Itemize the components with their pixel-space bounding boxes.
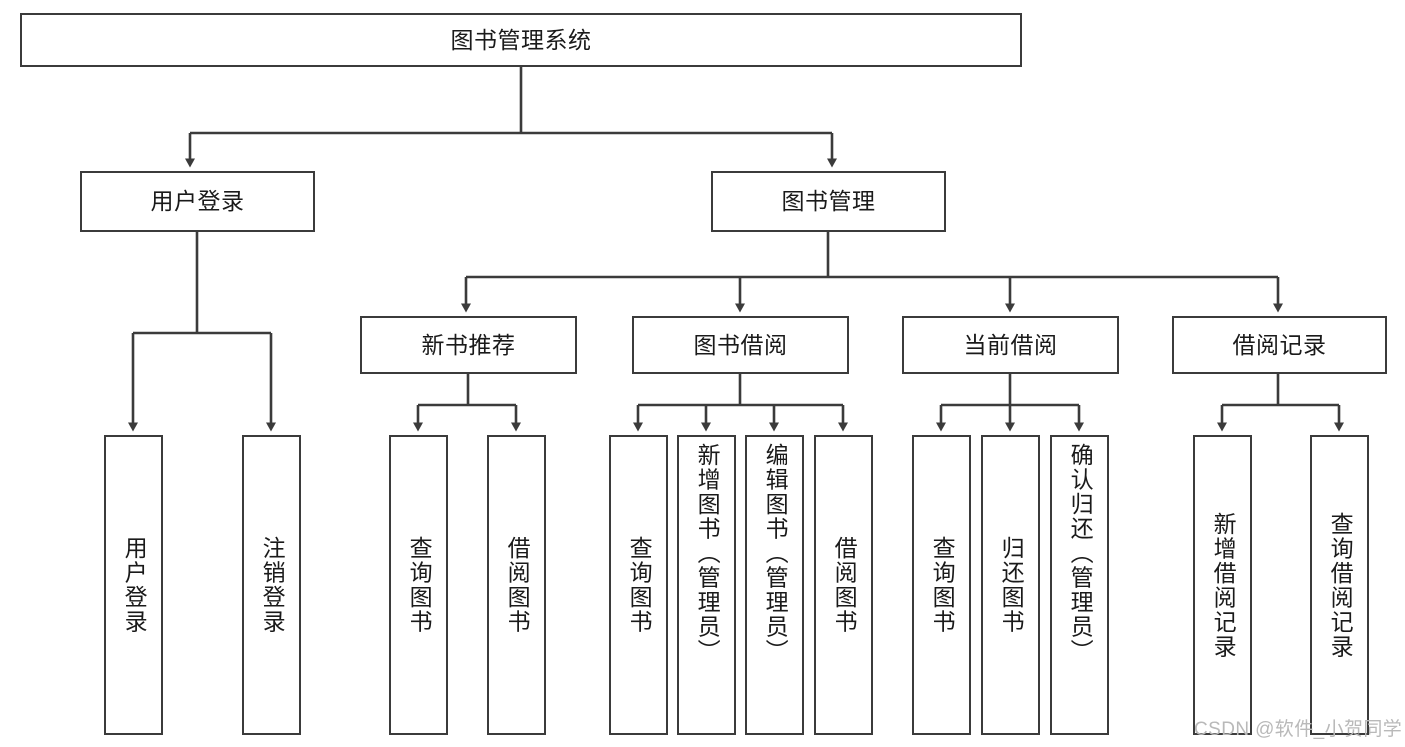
leaf-add-book[interactable]: 新增图书（管理员） xyxy=(677,435,736,735)
node-book-manage-label: 图书管理 xyxy=(781,188,876,215)
leaf-borrow-book-a-label: 借阅图书 xyxy=(504,536,531,634)
leaf-logout[interactable]: 注销登录 xyxy=(242,435,301,735)
leaf-query-book-b-label: 查询图书 xyxy=(626,536,653,634)
node-root-label: 图书管理系统 xyxy=(450,26,592,53)
node-user-login[interactable]: 用户登录 xyxy=(80,171,315,232)
leaf-return-book-label: 归还图书 xyxy=(998,536,1025,634)
leaf-add-record-label: 新增借阅记录 xyxy=(1210,511,1237,659)
leaf-user-login-label: 用户登录 xyxy=(121,536,148,634)
leaf-query-book-a-label: 查询图书 xyxy=(406,536,433,634)
node-user-login-label: 用户登录 xyxy=(150,188,245,215)
node-book-borrow[interactable]: 图书借阅 xyxy=(632,316,849,374)
leaf-confirm-return[interactable]: 确认归还（管理员） xyxy=(1050,435,1109,735)
leaf-query-book-a[interactable]: 查询图书 xyxy=(389,435,448,735)
leaf-borrow-book-b-label: 借阅图书 xyxy=(831,536,858,634)
leaf-query-record[interactable]: 查询借阅记录 xyxy=(1310,435,1369,735)
node-current-borrow[interactable]: 当前借阅 xyxy=(902,316,1119,374)
leaf-return-book[interactable]: 归还图书 xyxy=(981,435,1040,735)
leaf-add-book-label: 新增图书（管理员） xyxy=(694,443,721,664)
leaf-query-record-label: 查询借阅记录 xyxy=(1327,511,1354,659)
leaf-borrow-book-b[interactable]: 借阅图书 xyxy=(814,435,873,735)
leaf-borrow-book-a[interactable]: 借阅图书 xyxy=(487,435,546,735)
leaf-query-book-c-label: 查询图书 xyxy=(929,536,956,634)
node-current-borrow-label: 当前借阅 xyxy=(963,331,1058,358)
leaf-logout-label: 注销登录 xyxy=(259,536,286,634)
watermark: CSDN @软件_小贺同学 xyxy=(1194,719,1403,740)
node-new-book-rec-label: 新书推荐 xyxy=(421,331,516,358)
node-new-book-rec[interactable]: 新书推荐 xyxy=(360,316,577,374)
node-borrow-record[interactable]: 借阅记录 xyxy=(1172,316,1387,374)
leaf-edit-book-label: 编辑图书（管理员） xyxy=(762,443,789,664)
node-borrow-record-label: 借阅记录 xyxy=(1232,331,1327,358)
leaf-add-record[interactable]: 新增借阅记录 xyxy=(1193,435,1252,735)
leaf-confirm-return-label: 确认归还（管理员） xyxy=(1067,443,1094,664)
node-root[interactable]: 图书管理系统 xyxy=(20,13,1022,67)
node-book-borrow-label: 图书借阅 xyxy=(693,331,788,358)
leaf-edit-book[interactable]: 编辑图书（管理员） xyxy=(745,435,804,735)
leaf-query-book-b[interactable]: 查询图书 xyxy=(609,435,668,735)
leaf-query-book-c[interactable]: 查询图书 xyxy=(912,435,971,735)
leaf-user-login[interactable]: 用户登录 xyxy=(104,435,163,735)
node-book-manage[interactable]: 图书管理 xyxy=(711,171,946,232)
